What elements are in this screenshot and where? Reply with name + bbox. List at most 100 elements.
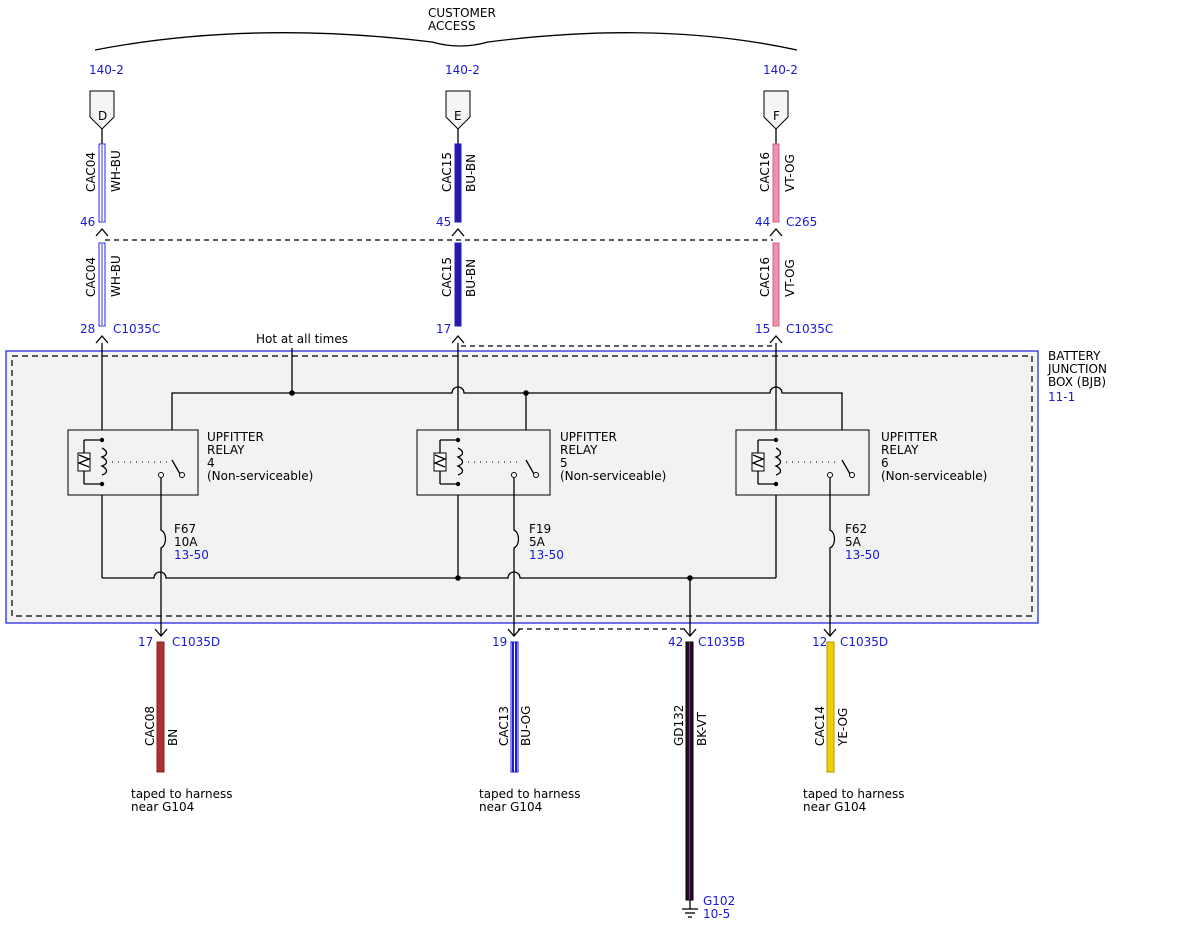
relay-4-line2: RELAY bbox=[207, 443, 245, 457]
connector-f-shape bbox=[763, 90, 789, 130]
fuse-f19-rating: 5A bbox=[529, 535, 546, 549]
conn-c1035c-left: C1035C bbox=[113, 322, 160, 336]
wire-cac04-lower-circuit: CAC04 bbox=[84, 257, 98, 297]
wire-cac15-upper bbox=[454, 143, 462, 223]
wire-cac15-upper-circuit: CAC15 bbox=[440, 152, 454, 192]
relay-5-note: (Non-serviceable) bbox=[560, 469, 666, 483]
connector-d-shape bbox=[89, 90, 115, 130]
bjb-label-line1: BATTERY bbox=[1048, 349, 1101, 363]
wire-cac15-upper-color: BU-BN bbox=[464, 154, 478, 192]
relay-6 bbox=[735, 429, 870, 496]
wire-cac15-lower bbox=[454, 242, 462, 327]
relay-4-note: (Non-serviceable) bbox=[207, 469, 313, 483]
conn-c265: C265 bbox=[786, 215, 817, 229]
connector-ref-d: 140-2 bbox=[89, 63, 124, 77]
connector-d-letter: D bbox=[98, 109, 107, 123]
wire-cac04-upper-circuit: CAC04 bbox=[84, 152, 98, 192]
pin-17-top: 17 bbox=[436, 322, 451, 336]
wire-cac14-circuit: CAC14 bbox=[813, 706, 827, 746]
relay-5-line2: RELAY bbox=[560, 443, 598, 457]
fuse-f67-ref: 13-50 bbox=[174, 548, 209, 562]
ground-bus bbox=[102, 571, 776, 579]
connector-e-shape bbox=[445, 90, 471, 130]
fuse-f19-symbol bbox=[513, 478, 520, 636]
fuse-f67-name: F67 bbox=[174, 522, 196, 536]
pin-12: 12 bbox=[812, 635, 827, 649]
relay-4 bbox=[67, 429, 199, 496]
wire-cac13-note2: near G104 bbox=[479, 800, 542, 814]
relay-5-number: 5 bbox=[560, 456, 568, 470]
customer-access-brace bbox=[94, 32, 798, 51]
customer-access-line2: ACCESS bbox=[428, 19, 476, 33]
wire-cac16-upper bbox=[772, 143, 780, 223]
wire-cac08-circuit: CAC08 bbox=[143, 706, 157, 746]
conn-c1035b: C1035B bbox=[698, 635, 745, 649]
connector-e-letter: E bbox=[454, 109, 462, 123]
pin-17-bottom: 17 bbox=[138, 635, 153, 649]
relay-6-line2: RELAY bbox=[881, 443, 919, 457]
wire-cac04-upper-color: WH-BU bbox=[109, 150, 123, 192]
conn-c1035c-right: C1035C bbox=[786, 322, 833, 336]
fuse-f62-ref: 13-50 bbox=[845, 548, 880, 562]
bjb-inner-border bbox=[11, 355, 1033, 617]
customer-access-line1: CUSTOMER bbox=[428, 6, 496, 20]
ground-symbol-icon bbox=[682, 908, 698, 918]
wire-cac16-upper-color: VT-OG bbox=[783, 154, 797, 192]
wire-cac16-lower-circuit: CAC16 bbox=[758, 257, 772, 297]
fuse-f19-ref: 13-50 bbox=[529, 548, 564, 562]
wire-cac16-lower bbox=[772, 242, 780, 327]
wire-cac08-note2: near G104 bbox=[131, 800, 194, 814]
fuse-f62-rating: 5A bbox=[845, 535, 862, 549]
wire-cac13-circuit: CAC13 bbox=[497, 706, 511, 746]
wire-cac08-note1: taped to harness bbox=[131, 787, 233, 801]
wire-gd132-circuit: GD132 bbox=[672, 705, 686, 746]
bjb-label-line3: BOX (BJB) bbox=[1048, 375, 1106, 389]
wire-cac14-note1: taped to harness bbox=[803, 787, 905, 801]
wire-cac15-lower-color: BU-BN bbox=[464, 259, 478, 297]
pin-28: 28 bbox=[80, 322, 95, 336]
wire-cac13-note1: taped to harness bbox=[479, 787, 581, 801]
relay-6-note: (Non-serviceable) bbox=[881, 469, 987, 483]
hot-label: Hot at all times bbox=[256, 332, 348, 346]
conn-c1035d-left: C1035D bbox=[172, 635, 220, 649]
ground-g102: G102 bbox=[703, 894, 735, 908]
wire-cac13 bbox=[510, 641, 519, 773]
pin-42: 42 bbox=[668, 635, 683, 649]
wire-cac04-lower-color: WH-BU bbox=[109, 255, 123, 297]
fuse-f67-symbol bbox=[160, 478, 167, 636]
relay-4-line1: UPFITTER bbox=[207, 430, 264, 444]
wire-cac16-upper-circuit: CAC16 bbox=[758, 152, 772, 192]
relay-4-number: 4 bbox=[207, 456, 215, 470]
pin-46: 46 bbox=[80, 215, 95, 229]
wire-cac16-lower-color: VT-OG bbox=[783, 259, 797, 297]
wire-cac14-color: YE-OG bbox=[836, 708, 850, 747]
fuse-f67-rating: 10A bbox=[174, 535, 198, 549]
ground-ref: 10-5 bbox=[703, 907, 730, 921]
wire-cac13-color: BU-OG bbox=[519, 706, 533, 746]
fuse-f62-name: F62 bbox=[845, 522, 867, 536]
wire-cac08 bbox=[156, 641, 165, 773]
bjb-ref: 11-1 bbox=[1048, 390, 1075, 404]
bjb-label-line2: JUNCTION bbox=[1047, 362, 1107, 376]
conn-c1035d-right: C1035D bbox=[840, 635, 888, 649]
fuse-f19-name: F19 bbox=[529, 522, 551, 536]
wire-cac15-lower-circuit: CAC15 bbox=[440, 257, 454, 297]
wire-cac14-note2: near G104 bbox=[803, 800, 866, 814]
connector-f-letter: F bbox=[773, 109, 780, 123]
pin-15: 15 bbox=[755, 322, 770, 336]
wire-cac08-color: BN bbox=[166, 729, 180, 746]
connector-ref-e: 140-2 bbox=[445, 63, 480, 77]
relay-5 bbox=[416, 429, 551, 496]
fuse-f62-symbol bbox=[829, 478, 836, 636]
relay-6-number: 6 bbox=[881, 456, 889, 470]
hot-bus bbox=[171, 386, 843, 460]
relay-6-line1: UPFITTER bbox=[881, 430, 938, 444]
connector-ref-f: 140-2 bbox=[763, 63, 798, 77]
pin-44: 44 bbox=[755, 215, 770, 229]
relay-5-line1: UPFITTER bbox=[560, 430, 617, 444]
pin-19: 19 bbox=[492, 635, 507, 649]
wire-gd132-color: BK-VT bbox=[695, 711, 709, 746]
pin-45: 45 bbox=[436, 215, 451, 229]
wire-cac14 bbox=[826, 641, 835, 773]
